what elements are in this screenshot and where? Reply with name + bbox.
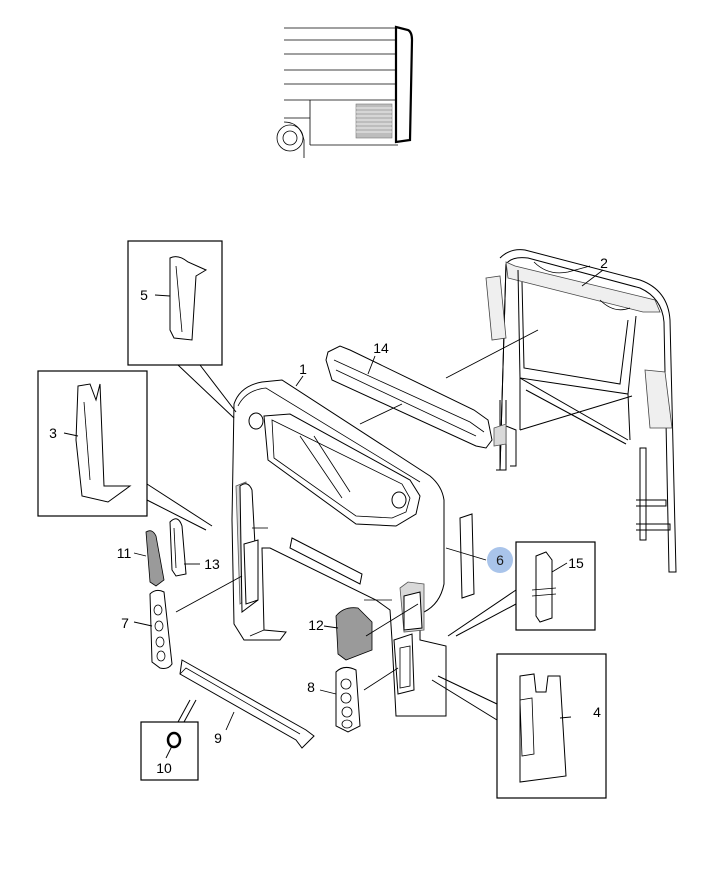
callout-14[interactable]: 14	[373, 340, 389, 356]
callout-3[interactable]: 3	[49, 425, 57, 441]
callout-labels: 1 2 3 4 5 6 7 8 9 10 11 12 13 14 15	[49, 255, 608, 776]
callout-8[interactable]: 8	[307, 679, 315, 695]
part-1-front-panel	[231, 379, 447, 717]
callout-2[interactable]: 2	[600, 255, 608, 271]
part-6-strip	[459, 513, 475, 599]
callout-10[interactable]: 10	[156, 760, 172, 776]
callout-6[interactable]: 6	[496, 552, 504, 568]
part-9-bar	[179, 659, 315, 749]
callout-15[interactable]: 15	[568, 555, 584, 571]
callout-1[interactable]: 1	[299, 361, 307, 377]
callout-5[interactable]: 5	[140, 287, 148, 303]
detail-box-5	[127, 240, 237, 419]
detail-box-10	[140, 699, 199, 781]
part-2-frame	[485, 249, 677, 573]
leader-lines	[63, 269, 604, 759]
part-11-grille	[145, 530, 165, 587]
part-7-vent-panel	[149, 589, 173, 669]
detail-box-3	[37, 370, 213, 531]
callout-4[interactable]: 4	[593, 704, 601, 720]
part-13-cover	[169, 518, 187, 577]
highlight-marker-6	[487, 547, 513, 573]
detail-box-15	[447, 541, 596, 637]
part-8-vent-panel	[335, 666, 361, 733]
part-12-grille	[335, 607, 373, 661]
bus-locator-thumbnail	[276, 25, 414, 158]
detail-box-4	[431, 653, 607, 799]
callout-11[interactable]: 11	[117, 545, 132, 561]
callout-7[interactable]: 7	[121, 615, 129, 631]
callout-9[interactable]: 9	[214, 730, 222, 746]
callout-12[interactable]: 12	[308, 617, 324, 633]
callout-13[interactable]: 13	[204, 556, 220, 572]
part-14-beam	[325, 345, 507, 449]
